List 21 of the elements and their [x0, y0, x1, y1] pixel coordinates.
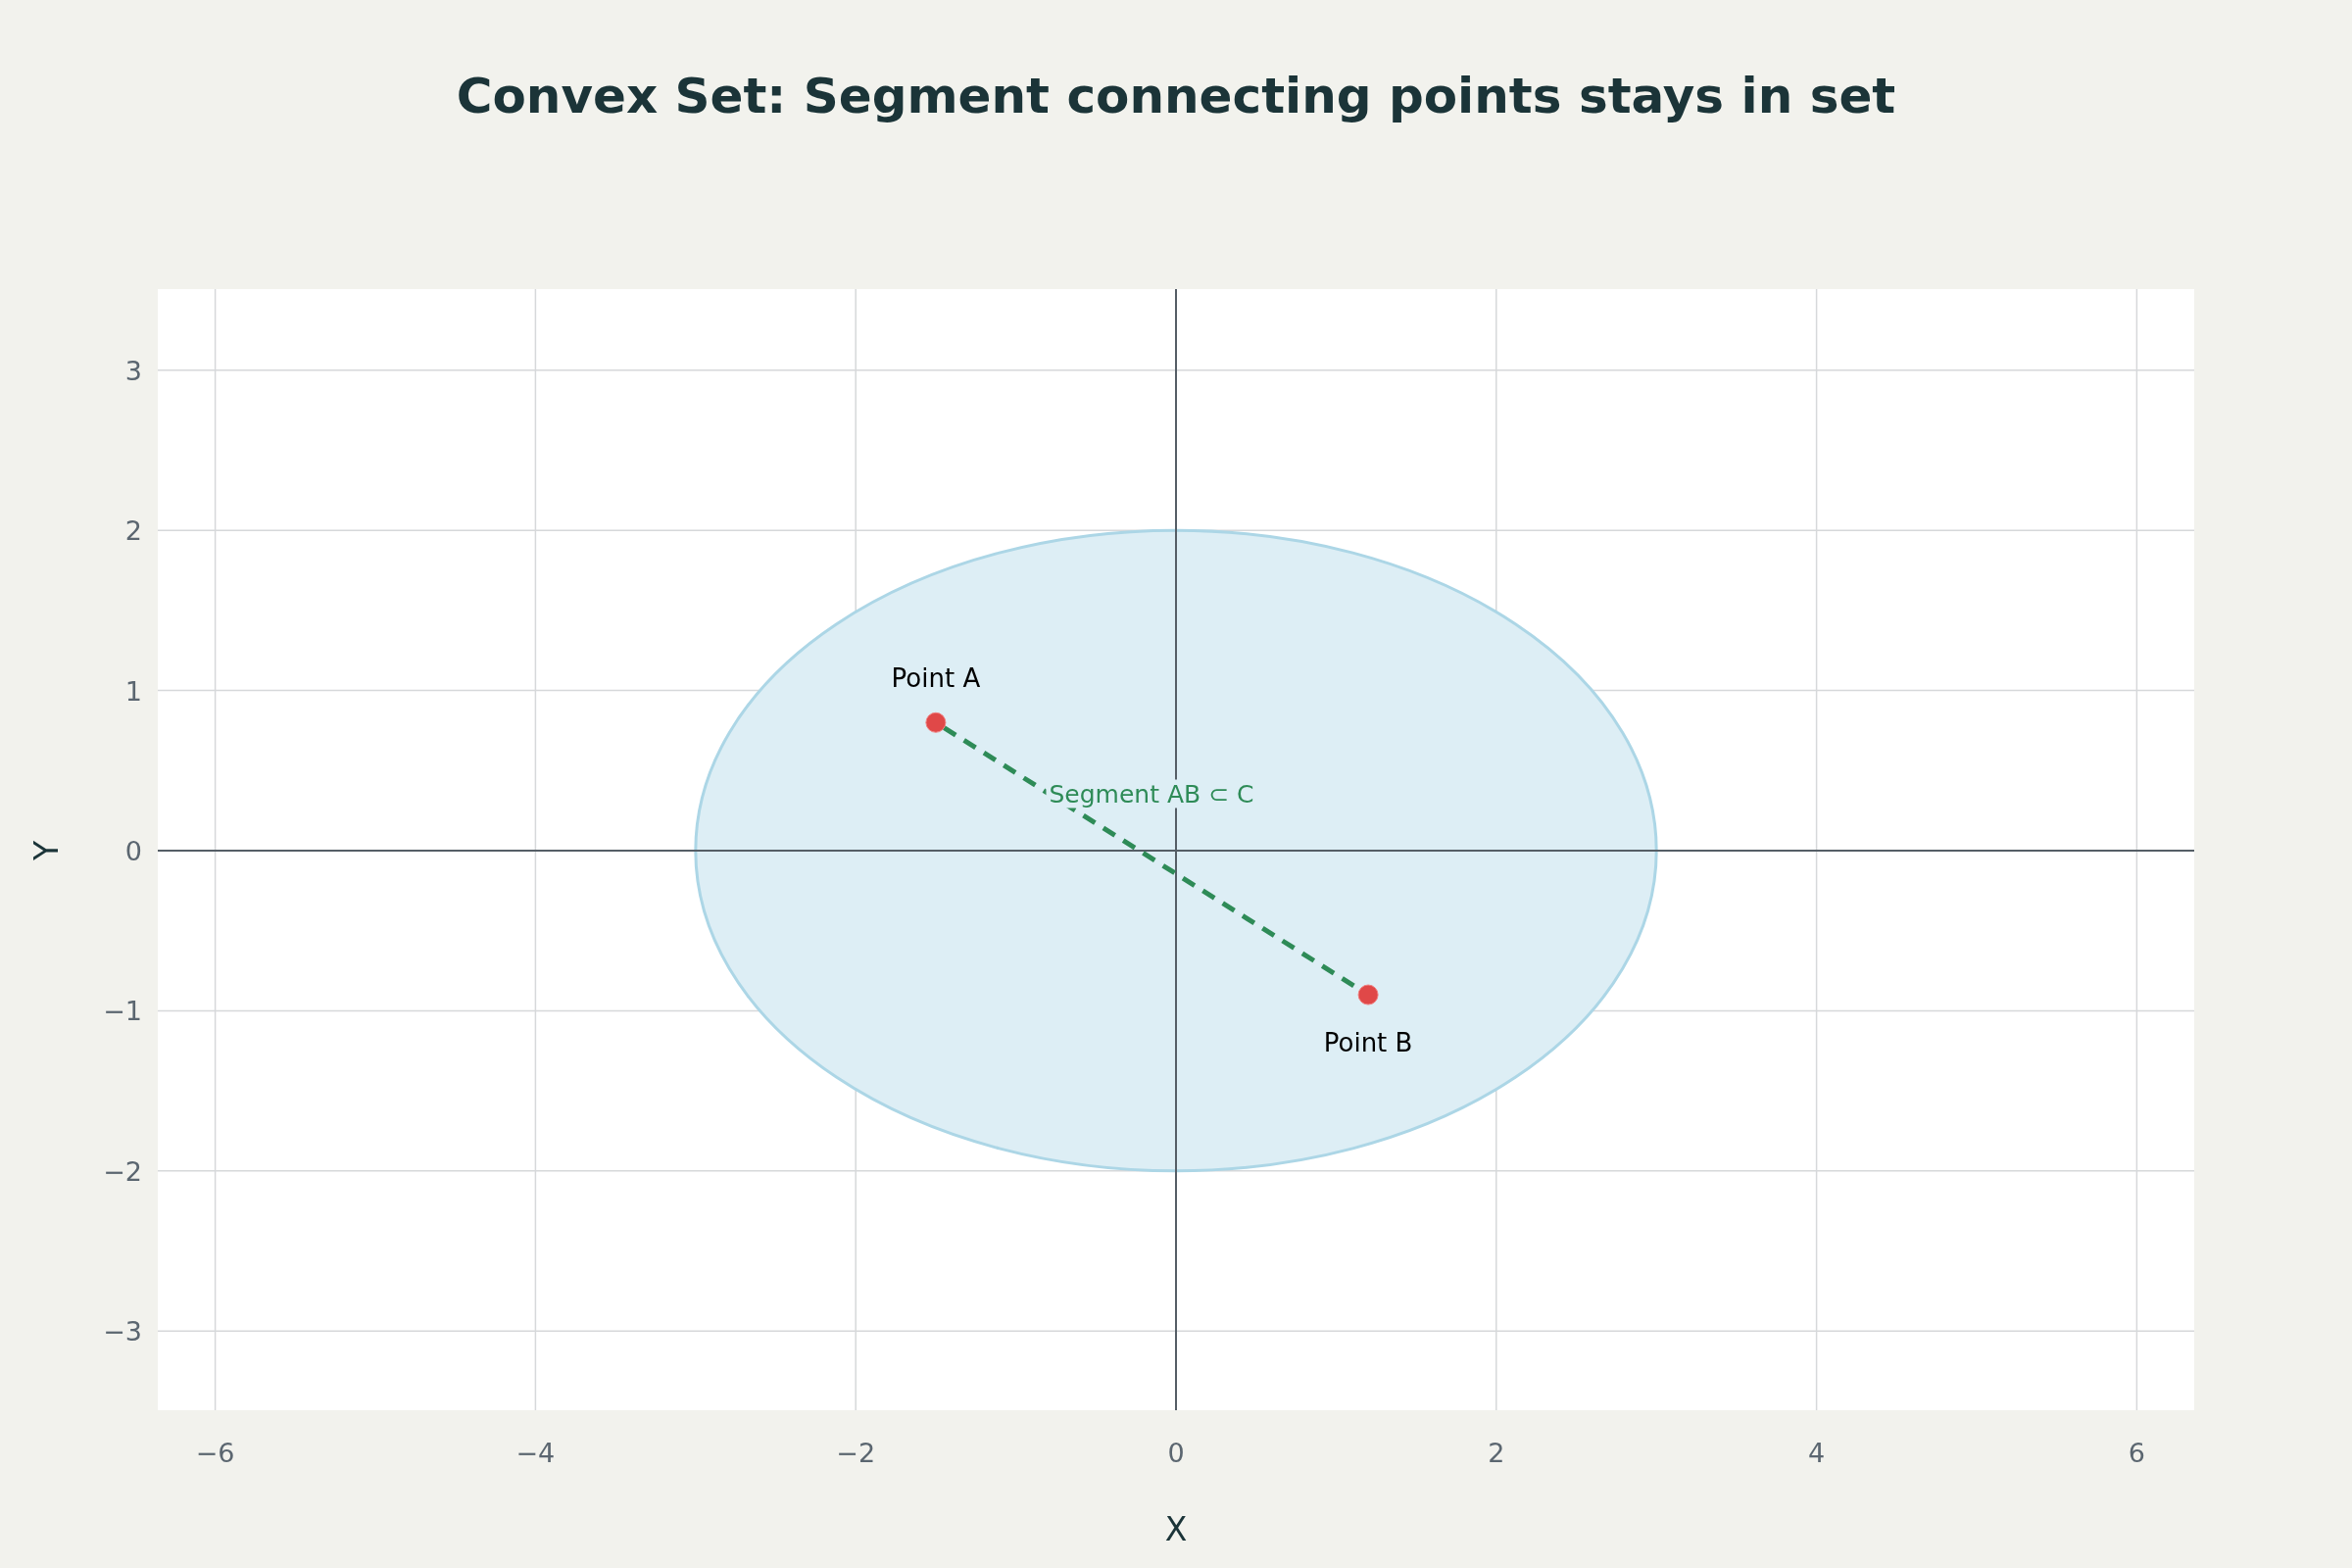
tick-label: 2 — [124, 514, 142, 546]
axis-title: X — [1164, 1509, 1188, 1548]
point-marker — [1357, 984, 1379, 1005]
tick-label: 6 — [2128, 1437, 2145, 1468]
tick-label: 1 — [124, 675, 142, 707]
tick-label: 3 — [124, 355, 142, 386]
point-label: Point B — [1323, 1028, 1413, 1058]
point-label: Point A — [891, 662, 981, 693]
tick-label: −3 — [103, 1315, 142, 1347]
tick-label: −2 — [103, 1155, 142, 1187]
tick-label: 0 — [124, 835, 142, 866]
tick-label: 2 — [1488, 1437, 1505, 1468]
tick-label: 0 — [1167, 1437, 1185, 1468]
axis-title: Y — [26, 840, 66, 861]
tick-label: −6 — [195, 1437, 235, 1468]
tick-label: −1 — [103, 995, 142, 1026]
tick-label: 4 — [1808, 1437, 1826, 1468]
point-marker — [925, 711, 947, 733]
tick-label: −4 — [515, 1437, 556, 1468]
chart-title: Convex Set: Segment connecting points stays in set — [456, 68, 1896, 124]
tick-label: −2 — [836, 1437, 876, 1468]
